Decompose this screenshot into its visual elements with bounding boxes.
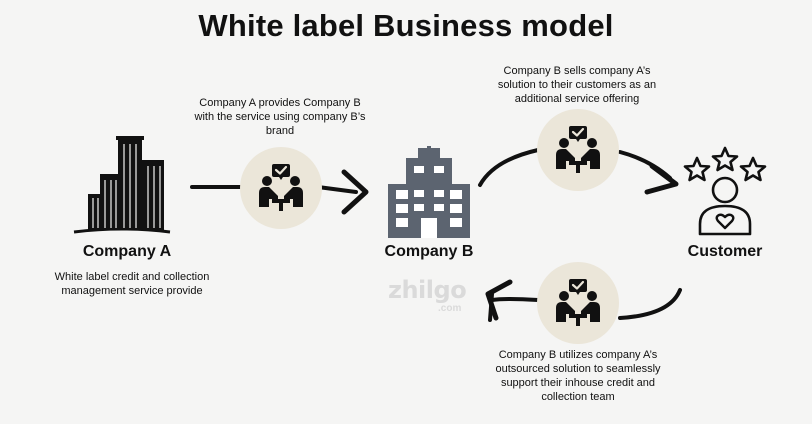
page-title: White label Business model bbox=[198, 8, 614, 43]
service-circle-customer-to-b bbox=[537, 262, 619, 344]
note-b-to-customer: Company B sells company A’s solution to … bbox=[497, 65, 657, 105]
watermark-text: zhilgo bbox=[388, 276, 467, 304]
teamwork-icon bbox=[259, 164, 303, 211]
service-circle-b-to-customer bbox=[537, 109, 619, 191]
note-customer-to-b: Company B utilizes company A’s outsource… bbox=[495, 349, 661, 403]
service-circle-a-to-b bbox=[240, 147, 322, 229]
watermark: zhilgo bbox=[388, 276, 467, 304]
office-building-icon bbox=[388, 146, 470, 238]
teamwork-icon bbox=[556, 126, 600, 173]
note-a-to-b: Company A provides Company B with the se… bbox=[194, 97, 366, 137]
customer-label: Customer bbox=[687, 243, 763, 260]
skyscraper-icon bbox=[73, 136, 171, 234]
watermark-sub: .com bbox=[438, 303, 462, 314]
company-a-description: White label credit and collection manage… bbox=[54, 271, 210, 297]
company-b-label: Company B bbox=[384, 243, 474, 260]
customer-rating-icon bbox=[683, 146, 767, 236]
teamwork-icon bbox=[556, 279, 600, 326]
company-a-label: Company A bbox=[82, 243, 172, 260]
